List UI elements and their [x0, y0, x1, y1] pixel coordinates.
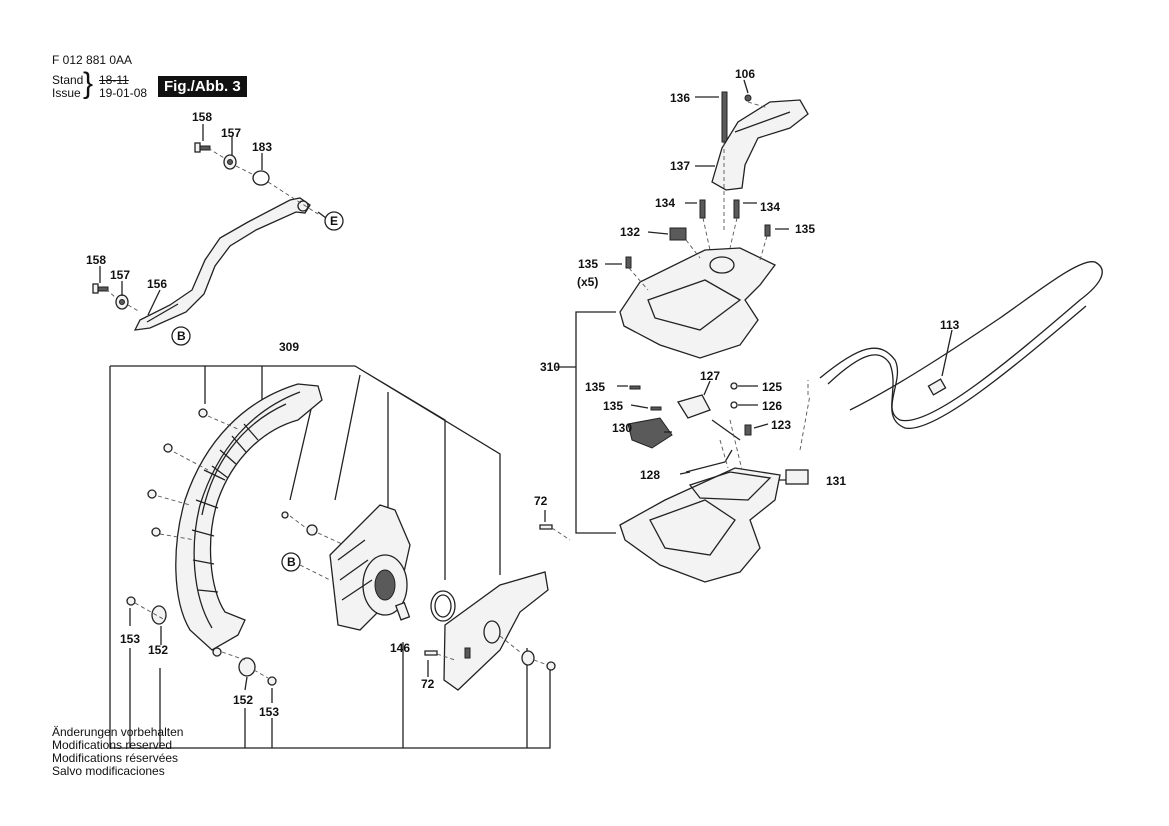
label-146: 146: [390, 641, 411, 655]
brace-glyph: }: [83, 67, 94, 100]
note-en: Modifications reserved: [52, 738, 173, 752]
part-number: F 012 881 0AA: [52, 53, 133, 67]
label-309: 309: [279, 340, 300, 354]
cover-plate-drawing: [443, 571, 549, 691]
base-housing-drawing: [619, 467, 809, 583]
label-126: 126: [762, 399, 783, 413]
label-135-switch-b: 135: [603, 399, 624, 413]
label-72-top: 72: [534, 494, 548, 508]
label-136: 136: [670, 91, 691, 105]
label-135-top-right: 135: [795, 222, 816, 236]
label-152-left: 152: [148, 643, 169, 657]
figure-badge: Fig./Abb. 3: [158, 76, 247, 97]
note-fr: Modifications réservées: [52, 751, 179, 765]
label-134-right: 134: [760, 200, 781, 214]
label-113: 113: [940, 318, 960, 332]
label-106: 106: [735, 67, 756, 81]
old-date: 18-11: [99, 73, 129, 87]
callout-e: E: [330, 214, 339, 228]
label-310: 310: [540, 360, 561, 374]
guard-screws: [126, 408, 318, 686]
cable-drawing: [819, 261, 1103, 429]
callout-e-circle: [324, 211, 344, 231]
handle-drawing: [711, 91, 809, 191]
label-152-bottom: 152: [233, 693, 254, 707]
label-158-top: 158: [192, 110, 213, 124]
label-132: 132: [620, 225, 641, 239]
label-134-left: 134: [655, 196, 676, 210]
switch-parts-drawing: [627, 382, 752, 473]
label-125: 125: [762, 380, 783, 394]
modification-notes: Änderungen vorbehalten Modifications res…: [52, 726, 183, 778]
label-183: 183: [252, 140, 273, 154]
arm-156-drawing: [133, 197, 311, 331]
label-130: 130: [612, 421, 633, 435]
callout-b1-circle: [171, 326, 191, 346]
label-135-switch-a: 135: [585, 380, 606, 394]
flange-assembly-drawing: [329, 504, 411, 631]
callout-b2-circle: [281, 552, 301, 572]
label-x5: (x5): [577, 275, 599, 289]
callout-b-guard: B: [287, 555, 296, 569]
callout-b-arm: B: [177, 329, 186, 343]
label-153-left: 153: [120, 632, 141, 646]
blade-guard-drawing: [175, 383, 323, 651]
arm-hardware: [92, 142, 319, 313]
label-153-bottom: 153: [259, 705, 280, 719]
label-131: 131: [826, 474, 847, 488]
top-cover-drawing: [619, 199, 776, 359]
note-es: Salvo modificaciones: [52, 764, 165, 778]
label-157-top: 157: [221, 126, 242, 140]
label-123: 123: [771, 418, 792, 432]
label-72-bottom: 72: [421, 677, 435, 691]
spring-pin-drawing: [395, 590, 456, 622]
label-158-bottom: 158: [86, 253, 107, 267]
stand-label: Stand: [52, 73, 84, 87]
label-156: 156: [147, 277, 168, 291]
label-128: 128: [640, 468, 661, 482]
note-de: Änderungen vorbehalten: [52, 725, 184, 739]
label-157-bottom: 157: [110, 268, 131, 282]
label-137: 137: [670, 159, 691, 173]
label-135-x5: 135: [578, 257, 599, 271]
label-127: 127: [700, 369, 721, 383]
issue-label: Issue: [52, 86, 81, 100]
new-date: 19-01-08: [99, 86, 148, 100]
